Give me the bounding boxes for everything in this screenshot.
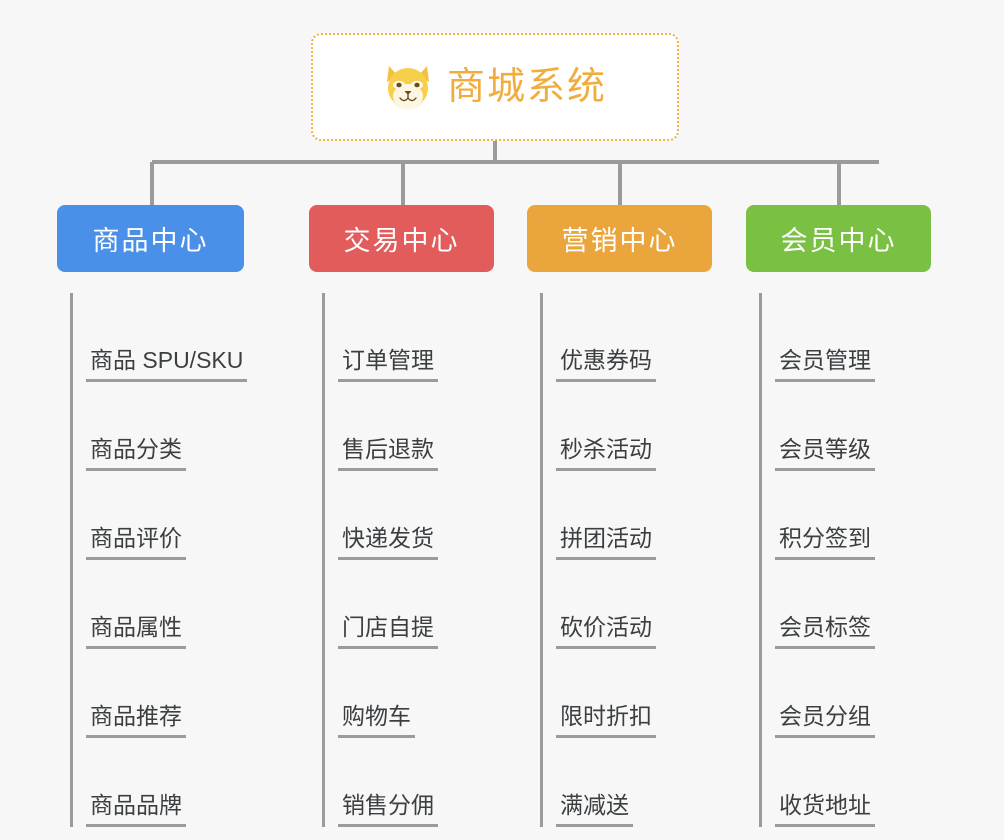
leaf-label: 订单管理 [338, 348, 438, 382]
branch-column: 交易中心 订单管理 售后退款 快递发货 门店自提 购物车 销售分佣 [309, 205, 494, 827]
leaf-label: 商品推荐 [86, 704, 186, 738]
list-item[interactable]: 商品 SPU/SKU [71, 293, 248, 382]
leaf-label: 门店自提 [338, 615, 438, 649]
branch-column: 会员中心 会员管理 会员等级 积分签到 会员标签 会员分组 收货地址 [746, 205, 931, 827]
branch-header-label: 营销中心 [561, 226, 678, 256]
list-item[interactable]: 商品品牌 [71, 738, 244, 827]
list-item[interactable]: 购物车 [323, 649, 494, 738]
root-title: 商城系统 [446, 66, 607, 108]
leaf-label: 会员管理 [775, 348, 875, 382]
leaf-label: 商品分类 [86, 437, 186, 471]
list-item[interactable]: 会员分组 [760, 649, 931, 738]
branch-header[interactable]: 营销中心 [527, 205, 712, 272]
leaf-label: 积分签到 [775, 526, 875, 560]
leaf-label: 商品评价 [86, 526, 186, 560]
shiba-dog-face-icon [386, 66, 429, 110]
list-item[interactable]: 快递发货 [323, 471, 494, 560]
list-item[interactable]: 砍价活动 [541, 560, 712, 649]
list-item[interactable]: 拼团活动 [541, 471, 712, 560]
list-item[interactable]: 商品推荐 [71, 649, 244, 738]
list-item[interactable]: 收货地址 [760, 738, 931, 827]
leaf-rail [540, 293, 543, 827]
branch-column: 商品中心 商品 SPU/SKU 商品分类 商品评价 商品属性 商品推荐 商品品牌 [57, 205, 248, 827]
list-item[interactable]: 会员管理 [760, 293, 931, 382]
leaf-label: 商品品牌 [86, 793, 186, 827]
leaf-label: 售后退款 [338, 437, 438, 471]
list-item[interactable]: 商品评价 [71, 471, 244, 560]
leaf-label: 快递发货 [338, 526, 438, 560]
branch-header[interactable]: 会员中心 [746, 205, 931, 272]
list-item[interactable]: 会员标签 [760, 560, 931, 649]
list-item[interactable]: 优惠券码 [541, 293, 712, 382]
branch-header[interactable]: 交易中心 [309, 205, 494, 272]
leaf-label: 满减送 [556, 793, 633, 827]
branch-header-label: 商品中心 [92, 226, 209, 256]
leaf-label: 秒杀活动 [556, 437, 656, 471]
list-item[interactable]: 积分签到 [760, 471, 931, 560]
root-node[interactable]: 商城系统 [311, 33, 679, 141]
leaf-label: 商品属性 [86, 615, 186, 649]
list-item[interactable]: 秒杀活动 [541, 382, 712, 471]
list-item[interactable]: 订单管理 [323, 293, 494, 382]
branch-header-label: 会员中心 [780, 226, 897, 256]
leaf-rail [759, 293, 762, 827]
leaf-rail [322, 293, 325, 827]
list-item[interactable]: 售后退款 [323, 382, 494, 471]
list-item[interactable]: 销售分佣 [323, 738, 494, 827]
leaf-list: 会员管理 会员等级 积分签到 会员标签 会员分组 收货地址 [746, 293, 931, 827]
branch-header-label: 交易中心 [343, 226, 460, 256]
list-item[interactable]: 满减送 [541, 738, 712, 827]
leaf-label: 限时折扣 [556, 704, 656, 738]
leaf-label: 砍价活动 [556, 615, 656, 649]
leaf-label: 销售分佣 [338, 793, 438, 827]
leaf-label: 会员标签 [775, 615, 875, 649]
leaf-label: 拼团活动 [556, 526, 656, 560]
list-item[interactable]: 限时折扣 [541, 649, 712, 738]
list-item[interactable]: 商品分类 [71, 382, 244, 471]
list-item[interactable]: 会员等级 [760, 382, 931, 471]
branch-header[interactable]: 商品中心 [57, 205, 244, 272]
leaf-label: 会员分组 [775, 704, 875, 738]
leaf-label: 购物车 [338, 704, 415, 738]
leaf-list: 订单管理 售后退款 快递发货 门店自提 购物车 销售分佣 [309, 293, 494, 827]
leaf-label: 商品 SPU/SKU [86, 348, 248, 382]
list-item[interactable]: 门店自提 [323, 560, 494, 649]
leaf-label: 优惠券码 [556, 348, 656, 382]
leaf-list: 商品 SPU/SKU 商品分类 商品评价 商品属性 商品推荐 商品品牌 [57, 293, 248, 827]
leaf-label: 收货地址 [775, 793, 875, 827]
leaf-list: 优惠券码 秒杀活动 拼团活动 砍价活动 限时折扣 满减送 [527, 293, 712, 827]
leaf-rail [70, 293, 73, 827]
leaf-label: 会员等级 [775, 437, 875, 471]
list-item[interactable]: 商品属性 [71, 560, 244, 649]
branch-column: 营销中心 优惠券码 秒杀活动 拼团活动 砍价活动 限时折扣 满减送 [527, 205, 712, 827]
